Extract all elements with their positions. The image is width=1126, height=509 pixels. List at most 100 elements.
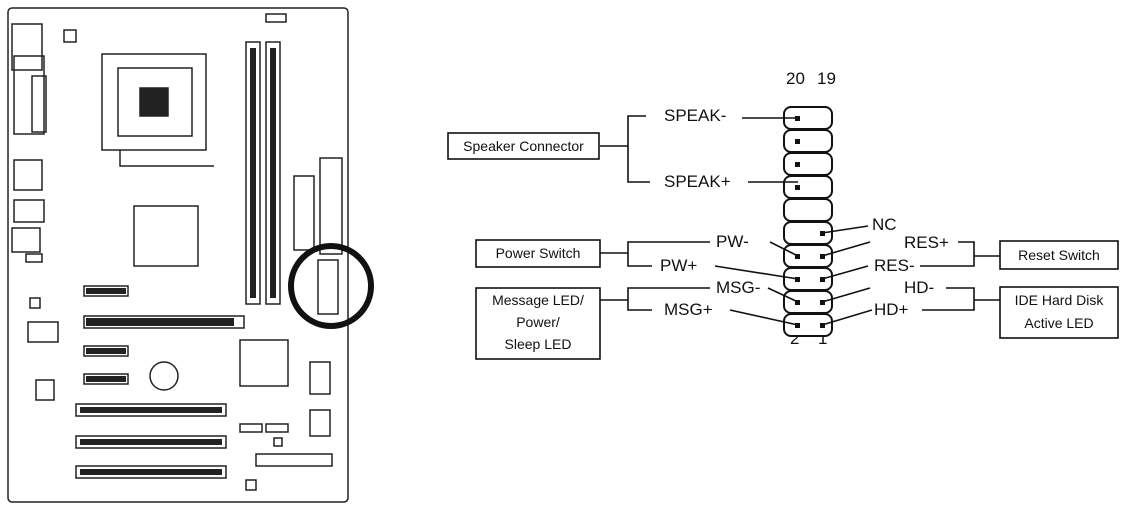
northbridge-chip bbox=[133, 205, 199, 267]
io-port bbox=[11, 23, 43, 71]
ide-led-text-line2: Active LED bbox=[1024, 315, 1093, 331]
connection-lines bbox=[600, 115, 1000, 326]
wire bbox=[821, 241, 871, 257]
message-led-text-line1: Message LED/ bbox=[492, 292, 584, 308]
southbridge-chip bbox=[239, 339, 289, 387]
label-pw-plus: PW+ bbox=[660, 256, 697, 275]
pin-number-2: 2 bbox=[790, 329, 799, 348]
usb-header bbox=[265, 423, 289, 433]
pin-number-1: 1 bbox=[818, 329, 827, 348]
cpu-socket-core bbox=[139, 87, 169, 117]
wire bbox=[627, 115, 650, 183]
power-switch-text: Power Switch bbox=[496, 245, 581, 261]
label-msg-minus: MSG- bbox=[716, 278, 760, 297]
atx12v-connector bbox=[63, 29, 77, 43]
io-port bbox=[25, 253, 43, 263]
front-panel-header bbox=[317, 259, 339, 315]
component bbox=[273, 437, 283, 447]
label-speak-minus: SPEAK- bbox=[664, 106, 726, 125]
dimm-slot bbox=[265, 41, 281, 305]
pin bbox=[795, 162, 800, 167]
component bbox=[245, 479, 257, 491]
floppy-connector bbox=[255, 453, 333, 467]
label-nc: NC bbox=[872, 215, 897, 234]
usb-header bbox=[239, 423, 263, 433]
pcie-x1-slot bbox=[83, 285, 129, 297]
pin bbox=[795, 139, 800, 144]
pci-slot bbox=[75, 435, 227, 449]
wire bbox=[627, 287, 710, 311]
ide-led-text-line1: IDE Hard Disk bbox=[1015, 292, 1105, 308]
message-led-box bbox=[475, 287, 601, 360]
pcie-x1-slot bbox=[83, 373, 129, 385]
cpu-lever bbox=[119, 150, 214, 167]
label-hd-minus: HD- bbox=[904, 278, 934, 297]
sata-connectors bbox=[309, 361, 331, 395]
message-led-text-line3: Sleep LED bbox=[505, 336, 572, 352]
pin-row bbox=[783, 175, 833, 199]
board-outline bbox=[7, 7, 349, 503]
dimm-slot-fill bbox=[270, 48, 276, 298]
component bbox=[29, 297, 41, 309]
wire bbox=[627, 241, 710, 267]
reset-switch-text: Reset Switch bbox=[1018, 247, 1100, 263]
message-led-text-line2: Power/ bbox=[516, 314, 560, 330]
power-switch-box bbox=[475, 239, 601, 268]
label-res-plus: RES+ bbox=[904, 233, 949, 252]
pin-number-19: 19 bbox=[817, 69, 836, 88]
pci-slot bbox=[75, 465, 227, 479]
pin-number-20: 20 bbox=[786, 69, 805, 88]
pcie-slot-fill bbox=[86, 288, 126, 294]
io-port bbox=[31, 75, 47, 133]
wire bbox=[821, 225, 869, 234]
wire bbox=[767, 287, 799, 303]
atx-power-connector bbox=[319, 157, 343, 255]
wire bbox=[714, 265, 799, 280]
ide-led-box bbox=[999, 286, 1119, 339]
dimm-slot bbox=[245, 41, 261, 305]
pin-header bbox=[783, 106, 833, 337]
battery bbox=[149, 361, 179, 391]
label-msg-plus: MSG+ bbox=[664, 300, 713, 319]
pcie-slot-fill bbox=[86, 318, 234, 326]
io-port bbox=[11, 227, 41, 253]
audio-header bbox=[35, 379, 55, 401]
pci-slot-fill bbox=[80, 407, 222, 413]
highlight-circle bbox=[288, 243, 374, 329]
pci-slot bbox=[75, 403, 227, 417]
ide-connector bbox=[293, 175, 315, 251]
speaker-connector-box bbox=[447, 132, 600, 160]
label-speak-plus: SPEAK+ bbox=[664, 172, 731, 191]
pcie-x16-slot bbox=[83, 315, 245, 329]
io-port bbox=[13, 55, 45, 135]
io-port bbox=[13, 159, 43, 191]
pin-row bbox=[783, 198, 833, 222]
wire bbox=[729, 309, 799, 326]
component bbox=[27, 321, 59, 343]
reset-switch-box bbox=[999, 240, 1119, 270]
pcie-slot-fill bbox=[86, 348, 126, 354]
wire bbox=[922, 287, 975, 311]
sata-connectors bbox=[309, 409, 331, 437]
wire bbox=[920, 241, 975, 267]
wire bbox=[821, 287, 871, 303]
fan-header bbox=[265, 13, 287, 23]
wire bbox=[769, 241, 799, 257]
cpu-socket-inner bbox=[117, 67, 193, 137]
pcie-x1-slot bbox=[83, 345, 129, 357]
speaker-connector-text: Speaker Connector bbox=[463, 138, 584, 154]
pci-slot-fill bbox=[80, 469, 222, 475]
pin-row bbox=[783, 129, 833, 153]
label-res-minus: RES- bbox=[874, 256, 915, 275]
pin bbox=[795, 185, 800, 190]
wire bbox=[821, 309, 873, 326]
cpu-socket bbox=[101, 53, 207, 151]
wire bbox=[821, 265, 869, 280]
pcie-slot-fill bbox=[86, 376, 126, 382]
pci-slot-fill bbox=[80, 439, 222, 445]
dimm-slot-fill bbox=[250, 48, 256, 298]
pin-row bbox=[783, 152, 833, 176]
label-hd-plus: HD+ bbox=[874, 300, 909, 319]
